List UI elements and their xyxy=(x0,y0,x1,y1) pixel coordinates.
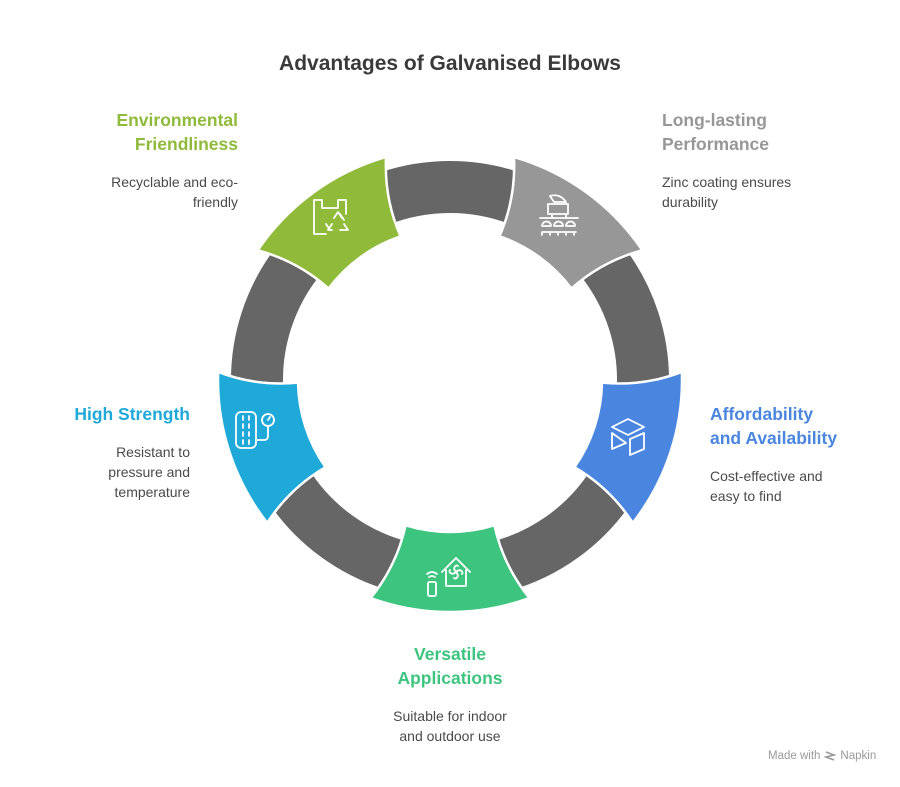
segment-versatile xyxy=(368,523,532,614)
napkin-logo-icon xyxy=(824,751,837,761)
label-affordability: Affordability and Availability Cost-effec… xyxy=(710,402,900,506)
description-line: Zinc coating ensures xyxy=(662,174,792,190)
description-line: and outdoor use xyxy=(399,728,501,744)
heading-line: Long-lasting xyxy=(662,110,767,130)
description-line: pressure and xyxy=(108,464,190,480)
smart-home-icon xyxy=(426,557,471,597)
description-line: Cost-effective and xyxy=(710,468,823,484)
label-strength: High Strength Resistant to pressure and te… xyxy=(0,402,190,502)
recycle-bag-icon xyxy=(313,199,349,235)
segment-strength xyxy=(216,370,328,525)
description-long-lasting: Zinc coating ensures durability xyxy=(662,172,862,212)
box-icon xyxy=(611,418,645,456)
napkin-brand: Napkin xyxy=(840,750,877,762)
heading-line: and Availability xyxy=(710,428,838,448)
heading-strength: High Strength xyxy=(74,404,190,424)
description-affordability: Cost-effective and easy to find xyxy=(710,466,900,506)
description-strength: Resistant to pressure and temperature xyxy=(0,442,190,502)
galvanizing-machine-icon xyxy=(539,194,579,236)
heading-line: Friendliness xyxy=(134,134,238,154)
description-line: easy to find xyxy=(710,488,782,504)
heading-line: Versatile xyxy=(414,644,486,664)
description-line: Resistant to xyxy=(116,444,190,460)
heading-affordability: Affordability and Availability xyxy=(710,402,900,450)
description-line: friendly xyxy=(192,194,238,210)
diagram-title: Advantages of Galvanised Elbows xyxy=(279,52,621,75)
heading-line: Affordability xyxy=(710,404,814,424)
footer-credit: Made with Napkin xyxy=(768,750,876,762)
heading-line: Applications xyxy=(397,668,503,688)
heading-line: Environmental xyxy=(116,110,238,130)
segment-environmental xyxy=(255,155,403,291)
description-versatile: Suitable for indoor and outdoor use xyxy=(350,706,550,746)
segment-affordability xyxy=(572,370,684,525)
pressure-gauge-icon xyxy=(235,411,275,449)
heading-line: Performance xyxy=(662,134,769,154)
description-environmental: Recyclable and eco-friendly xyxy=(38,172,238,212)
description-line: Suitable for indoor xyxy=(393,708,507,724)
description-line: temperature xyxy=(114,484,190,500)
description-line: durability xyxy=(662,194,719,210)
made-with-text: Made with xyxy=(768,750,821,762)
segment-long-lasting xyxy=(497,155,645,291)
description-line: Recyclable and eco- xyxy=(111,174,238,190)
